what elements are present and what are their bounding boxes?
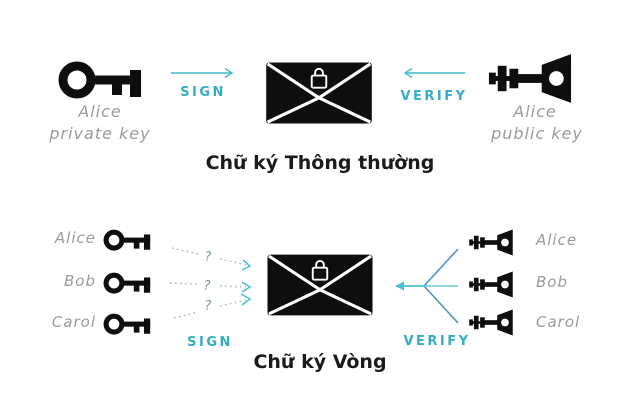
verifier-key-type-label: public key — [491, 124, 583, 143]
classic-key-icon — [56, 55, 144, 101]
classic-key-icon — [102, 269, 152, 295]
signer-name-label: Alice — [78, 102, 122, 121]
ring-signer-name: Carol — [51, 313, 96, 331]
sign-arrow-icon — [171, 67, 234, 79]
question-mark: ? — [205, 250, 212, 265]
sign-label: SIGN — [187, 335, 233, 350]
envelope-icon — [265, 62, 373, 124]
ring-verifier-name: Carol — [536, 313, 581, 331]
converging-arrows-icon — [395, 248, 459, 324]
question-mark: ? — [204, 279, 211, 294]
modern-key-icon — [468, 270, 514, 299]
sign-label: SIGN — [180, 85, 226, 100]
ring-signature-title: Chữ ký Vòng — [253, 351, 387, 373]
verify-arrow-icon — [403, 67, 465, 79]
dotted-question-arrows-icon: ? ? ? — [169, 247, 252, 319]
classic-key-icon — [102, 226, 152, 252]
verifier-name-label: Alice — [513, 102, 557, 121]
modern-key-icon — [468, 228, 514, 257]
classic-key-icon — [102, 310, 152, 336]
envelope-icon — [267, 254, 373, 316]
ring-verifier-name: Bob — [536, 273, 568, 291]
question-mark: ? — [205, 299, 212, 314]
verify-label: VERIFY — [400, 89, 468, 104]
modern-key-icon — [487, 51, 573, 106]
normal-signature-title: Chữ ký Thông thường — [205, 152, 435, 174]
ring-signer-name: Bob — [64, 272, 96, 290]
ring-signer-name: Alice — [54, 229, 96, 247]
ring-verifier-name: Alice — [536, 231, 578, 249]
signer-key-type-label: private key — [49, 124, 151, 143]
verify-label: VERIFY — [403, 334, 471, 349]
modern-key-icon — [468, 308, 514, 337]
